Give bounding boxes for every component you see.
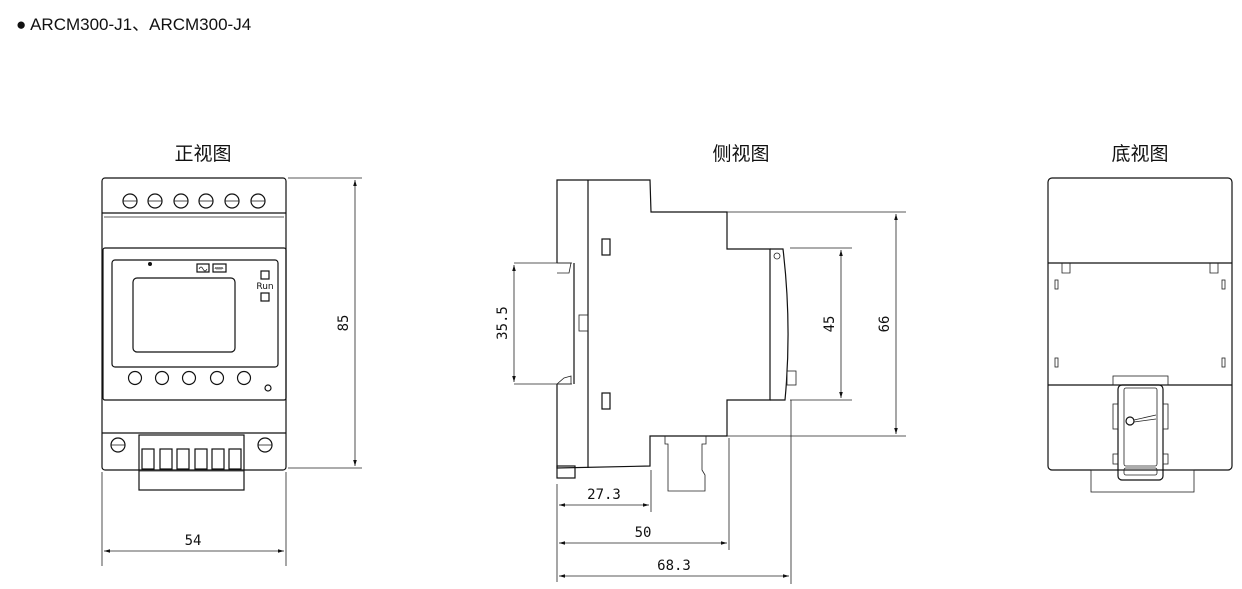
side-terminal xyxy=(664,436,707,492)
top-terminal-screws xyxy=(122,193,266,209)
harmonic-icon xyxy=(212,263,227,273)
run-label: Run xyxy=(256,282,273,292)
models-text: ARCM300-J1、ARCM300-J4 xyxy=(30,15,252,34)
front-view-heading: 正视图 xyxy=(174,143,231,165)
dim-45: 45 xyxy=(822,316,838,333)
dim-68-3: 68.3 xyxy=(657,558,691,574)
side-view-heading: 侧视图 xyxy=(712,143,769,165)
dim-66: 66 xyxy=(877,316,893,333)
bullet-icon: ● xyxy=(16,15,27,34)
lcd-screen xyxy=(132,277,236,353)
product-models-title: ● ARCM300-J1、ARCM300-J4 xyxy=(16,10,251,35)
front-height-dim: 85 xyxy=(336,315,352,332)
ac-icon xyxy=(196,263,210,273)
side-view: 侧视图 35.5 45 66 27.3 50 68.3 xyxy=(495,143,906,584)
bottom-view: 底视图 xyxy=(1047,143,1233,493)
front-width-dim: 54 xyxy=(185,533,202,549)
bottom-terminal-block xyxy=(138,434,245,491)
bottom-view-heading: 底视图 xyxy=(1111,143,1168,165)
rail-dim: 35.5 xyxy=(495,306,511,340)
dim-50: 50 xyxy=(635,525,652,541)
led-indicator xyxy=(260,270,270,280)
run-led xyxy=(260,292,270,302)
front-view: 正视图 Run xyxy=(101,143,362,566)
front-cover xyxy=(770,248,789,401)
din-rail-clip xyxy=(1090,375,1195,493)
front-buttons xyxy=(127,370,272,392)
dim-27-3: 27.3 xyxy=(587,487,621,503)
